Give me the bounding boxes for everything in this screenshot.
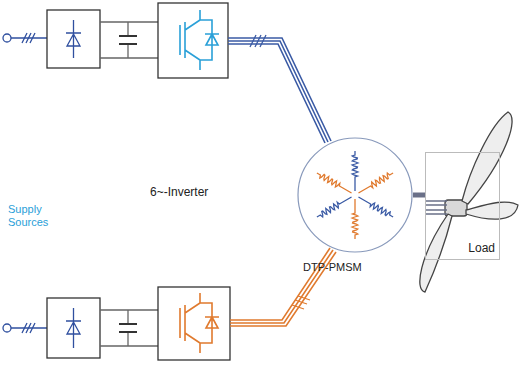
winding-coil [317,173,352,193]
winding-coil [352,151,358,191]
motor-circle: DTP-PMSM [297,137,413,253]
winding-coil [352,199,358,239]
node-label: DTP-PMSM [303,261,362,274]
propeller-blade [462,112,512,204]
dc-link [100,22,158,58]
diode-symbol [66,308,81,348]
node-label: Load [468,242,495,256]
three-phase-mark [22,33,35,43]
three-phase-mark [22,323,35,333]
stator-windings [317,151,393,239]
three-phase-mark [250,35,266,47]
winding-coil [358,173,393,193]
three-phase-mark [292,296,310,309]
igbt-symbol [180,10,219,70]
dc-link [100,310,158,346]
shaft-connector [413,193,425,198]
capacitor-symbol [119,324,137,332]
winding-coil [317,197,352,217]
load-box: Load [425,152,500,260]
winding-coil [358,197,393,217]
inverter-box [158,3,228,78]
motor-outline [297,137,413,253]
phase-wires [228,38,331,143]
ac-source-terminal [3,324,11,332]
capacitor-symbol [119,36,137,44]
diode-symbol [66,20,81,58]
inverter-label: 6~-Inverter [150,186,208,200]
phase-wires [230,248,336,326]
supply-label: Supply Sources [8,203,68,228]
rectifier-box [47,10,100,68]
inverter-box [158,287,230,360]
ac-source-terminal [3,34,11,42]
igbt-symbol [180,293,219,353]
rectifier-box [47,298,100,358]
shaft [425,201,447,214]
propeller-blade [466,202,518,219]
